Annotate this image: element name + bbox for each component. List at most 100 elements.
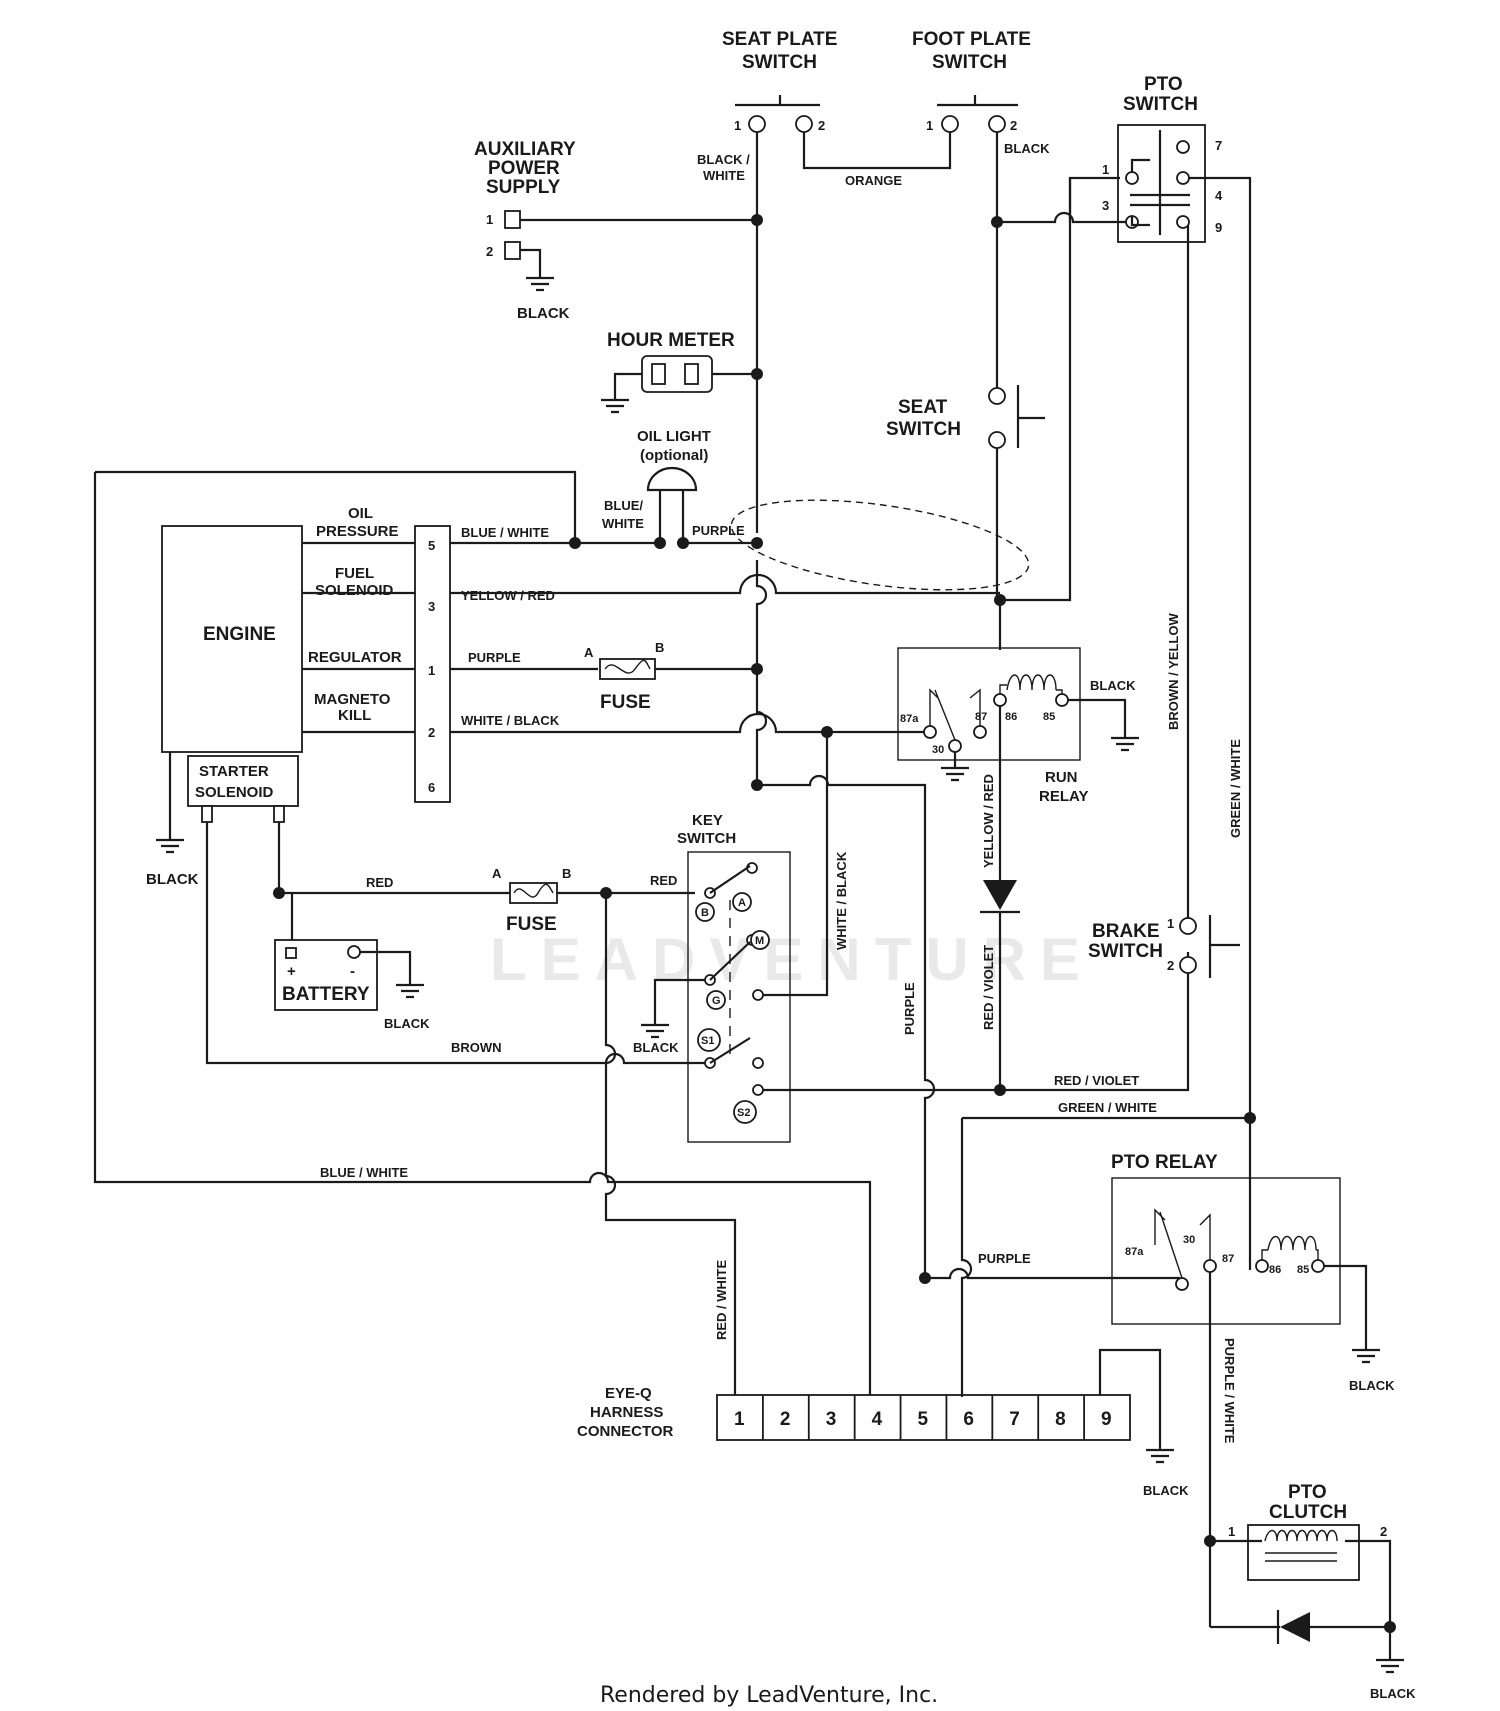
svg-text:1: 1: [1167, 916, 1174, 931]
battery-label: BATTERY: [282, 984, 370, 1005]
wire-label-green-white-vertical: GREEN / WHITE: [1228, 739, 1243, 838]
seat-switch-label-2: SWITCH: [886, 419, 961, 440]
wire-label-purple-white: PURPLE / WHITE: [1222, 1338, 1237, 1444]
engine: ENGINE OIL PRESSURE FUEL SOLENOID REGULA…: [146, 505, 402, 888]
brake-switch-label-2: SWITCH: [1088, 941, 1163, 962]
fuel-solenoid-label-2: SOLENOID: [315, 582, 394, 599]
eyeq-label-1: EYE-Q: [605, 1385, 652, 1402]
svg-text:1: 1: [428, 663, 435, 678]
brake-switch-label-1: BRAKE: [1092, 921, 1160, 942]
svg-text:87a: 87a: [900, 713, 919, 725]
wire-label-black-white-2: WHITE: [703, 168, 745, 183]
svg-text:A: A: [492, 866, 502, 881]
seat-plate-label-1: SEAT PLATE: [722, 29, 837, 50]
oil-light-label-1: OIL LIGHT: [637, 428, 711, 445]
svg-text:7: 7: [1215, 138, 1222, 153]
svg-text:+: +: [287, 963, 296, 980]
wire-label-orange: ORANGE: [845, 173, 902, 188]
eyeq-pin-4: 4: [872, 1409, 883, 1430]
pto-relay: PTO RELAY 87a 30 87 86 85: [1111, 1152, 1341, 1325]
pto-relay-label: PTO RELAY: [1111, 1152, 1218, 1173]
svg-text:2: 2: [486, 244, 493, 259]
eyeq-label-2: HARNESS: [590, 1404, 663, 1421]
eyeq-pin-3: 3: [826, 1409, 837, 1430]
svg-text:3: 3: [1102, 198, 1109, 213]
svg-text:1: 1: [1102, 162, 1109, 177]
wire-label-yellow-red-vertical: YELLOW / RED: [981, 774, 996, 868]
svg-text:1: 1: [1228, 1524, 1235, 1539]
engine-label: ENGINE: [203, 624, 276, 645]
pto-clutch-label-1: PTO: [1288, 1482, 1327, 1503]
svg-text:S2: S2: [737, 1107, 750, 1119]
wire-label-red-1: RED: [366, 875, 393, 890]
pto-clutch-label-2: CLUTCH: [1269, 1502, 1347, 1523]
starter-solenoid: STARTER SOLENOID: [187, 755, 299, 823]
wire-label-brown-yellow: BROWN / YELLOW: [1166, 613, 1181, 730]
wire-label-red-white: RED / WHITE: [714, 1260, 729, 1340]
fuse-label-1: FUSE: [600, 692, 651, 713]
svg-text:2: 2: [1167, 958, 1174, 973]
wire-label-black-battery: BLACK: [384, 1016, 430, 1031]
wire-label-black-clutch: BLACK: [1370, 1686, 1416, 1701]
regulator-label: REGULATOR: [308, 649, 402, 666]
wire-label-black-runrelay: BLACK: [1090, 678, 1136, 693]
svg-text:B: B: [562, 866, 571, 881]
terminal-strip: 5 3 1 2 6: [414, 525, 451, 803]
seat-switch: SEAT SWITCH: [886, 385, 1045, 449]
wire-label-black-foot: BLACK: [1004, 141, 1050, 156]
pto-switch-label-2: SWITCH: [1123, 94, 1198, 115]
engine-ground-label: BLACK: [146, 871, 199, 888]
svg-text:87a: 87a: [1125, 1246, 1144, 1258]
svg-text:87: 87: [1222, 1253, 1234, 1265]
eyeq-pin-8: 8: [1055, 1409, 1066, 1430]
junction-dots: [273, 214, 1396, 1633]
magneto-kill-label-1: MAGNETO: [314, 691, 391, 708]
svg-text:A: A: [738, 897, 746, 909]
run-relay-label-1: RUN: [1045, 769, 1078, 786]
svg-text:B: B: [701, 907, 709, 919]
aux-label-2: POWER: [488, 158, 560, 179]
pto-clutch: PTO CLUTCH 1 2: [1228, 1482, 1387, 1581]
svg-text:A: A: [584, 645, 594, 660]
starter-solenoid-label-1: STARTER: [199, 763, 269, 780]
oil-light-label-2: (optional): [640, 447, 708, 464]
aux-label-1: AUXILIARY: [474, 139, 576, 160]
foot-plate-switch: FOOT PLATE SWITCH 1 2: [912, 29, 1031, 133]
svg-text:3: 3: [428, 599, 435, 614]
foot-plate-label-1: FOOT PLATE: [912, 29, 1031, 50]
key-switch-label-1: KEY: [692, 812, 723, 829]
wire-label-red-2: RED: [650, 873, 677, 888]
auxiliary-power-supply: AUXILIARY POWER SUPPLY 1 2 BLACK: [474, 139, 576, 322]
svg-text:2: 2: [428, 725, 435, 740]
oil-light: OIL LIGHT (optional): [637, 428, 711, 543]
wire-label-red-violet: RED / VIOLET: [1054, 1073, 1139, 1088]
wire-label-blue-white-oil: BLUE / WHITE: [461, 525, 549, 540]
hour-meter-label: HOUR METER: [607, 330, 735, 351]
svg-text:G: G: [712, 995, 721, 1007]
wire-label-purple-oil: PURPLE: [692, 523, 745, 538]
eyeq-pin-6: 6: [963, 1409, 974, 1430]
svg-text:4: 4: [1215, 188, 1223, 203]
svg-text:1: 1: [734, 118, 741, 133]
wire-label-purple-pto: PURPLE: [978, 1251, 1031, 1266]
wire-label-red-violet-vertical: RED / VIOLET: [981, 945, 996, 1030]
wire-label-blue-white-bottom: BLUE / WHITE: [320, 1165, 408, 1180]
oil-pressure-label-1: OIL: [348, 505, 373, 522]
svg-text:-: -: [350, 963, 355, 980]
svg-text:5: 5: [428, 538, 435, 553]
svg-text:86: 86: [1269, 1264, 1281, 1276]
eyeq-pin-2: 2: [780, 1409, 791, 1430]
wire-label-purple-vertical: PURPLE: [902, 982, 917, 1035]
svg-text:2: 2: [818, 118, 825, 133]
seat-plate-label-2: SWITCH: [742, 52, 817, 73]
pto-switch-label-1: PTO: [1144, 74, 1183, 95]
diode-main: [980, 880, 1020, 914]
svg-text:2: 2: [1380, 1524, 1387, 1539]
seat-switch-label-1: SEAT: [898, 397, 948, 418]
footer-credit: Rendered by LeadVenture, Inc.: [600, 1683, 938, 1708]
aux-ground-label: BLACK: [517, 305, 570, 322]
svg-text:1: 1: [926, 118, 933, 133]
eyeq-label-3: CONNECTOR: [577, 1423, 674, 1440]
